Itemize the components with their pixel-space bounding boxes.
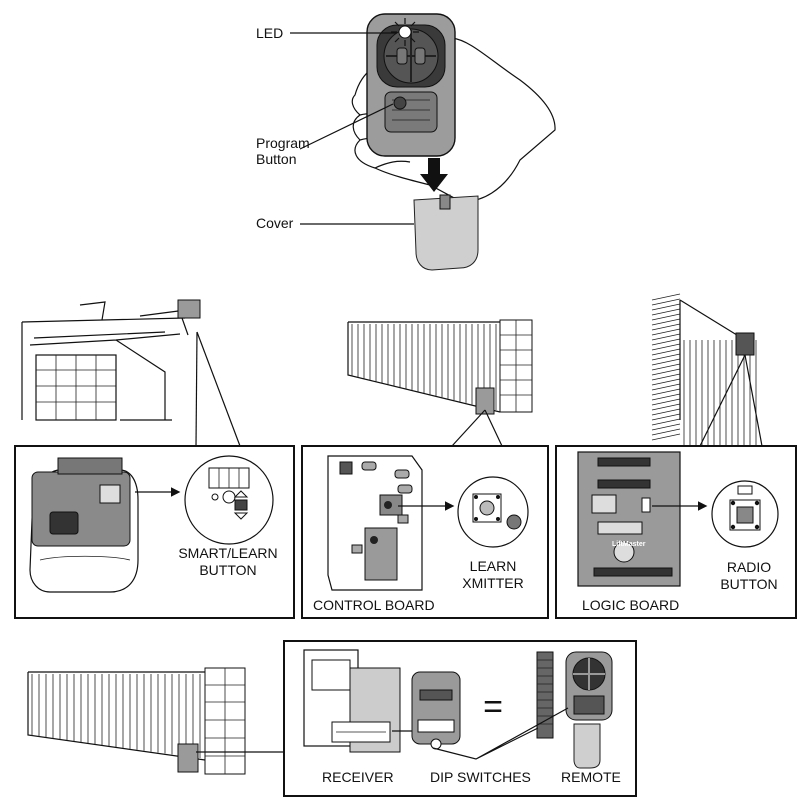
learn-xmitter-callout [457, 476, 529, 548]
barrier-slat [651, 328, 681, 336]
barrier-slat [651, 403, 681, 411]
radio-button-label-line1: RADIO [727, 559, 771, 575]
logic-board-label: LOGIC BOARD [582, 597, 679, 613]
barrier-slat [651, 413, 681, 421]
dip-switch-remote [411, 671, 461, 750]
logic-board: LiftMaster [577, 451, 681, 587]
radio-button-label-line2: BUTTON [720, 576, 777, 592]
remote-open [565, 651, 613, 769]
barrier-slat [651, 373, 681, 381]
down-arrow-icon [420, 158, 448, 192]
barrier-slat [651, 353, 681, 361]
opener-unit [29, 457, 139, 593]
program-button-icon [393, 96, 407, 110]
barrier-slat [651, 428, 681, 436]
radio-button-callout [711, 480, 779, 548]
led-icon [391, 18, 419, 46]
barrier-slat [651, 298, 681, 306]
control-board-label: CONTROL BOARD [313, 597, 435, 613]
smart-learn-button-callout [184, 455, 274, 545]
control-board [327, 455, 423, 591]
led-label: LED [256, 25, 283, 41]
slide-gate-illustration [347, 319, 533, 447]
learn-xmitter-label-line2: XMITTER [462, 575, 523, 591]
barrier-slat [651, 318, 681, 326]
barrier-slat [651, 348, 681, 356]
barrier-slat [651, 293, 681, 301]
barrier-slat [651, 368, 681, 376]
barrier-slat [651, 303, 681, 311]
barrier-slat [651, 338, 681, 346]
cover-label: Cover [256, 215, 294, 231]
receiver-unit [303, 649, 401, 753]
liftmaster-logo: LiftMaster [612, 541, 646, 548]
barrier-slat [651, 393, 681, 401]
barrier-slat [651, 423, 681, 431]
barrier-slat [651, 408, 681, 416]
equals-sign: = [483, 688, 503, 726]
barrier-slat [651, 418, 681, 426]
cover-icon [413, 195, 479, 271]
learn-xmitter-label-line1: LEARN [470, 558, 517, 574]
program-button-label-line2: Button [256, 151, 296, 167]
barrier-slat [651, 363, 681, 371]
smart-learn-label-line2: BUTTON [199, 562, 256, 578]
barrier-slat [651, 358, 681, 366]
barrier-slat [651, 333, 681, 341]
barrier-slat [651, 313, 681, 321]
barrier-gate-illustration [651, 293, 763, 447]
bottom-gate-illustration [27, 667, 284, 775]
dip-switch-strip [536, 651, 554, 739]
receiver-label: RECEIVER [322, 769, 394, 785]
remote-hand-illustration [290, 13, 556, 271]
smart-learn-label-line1: SMART/LEARN [178, 545, 277, 561]
barrier-slat [651, 343, 681, 351]
garage-illustration [21, 299, 241, 447]
barrier-slat [651, 388, 681, 396]
barrier-slat [651, 308, 681, 316]
remote-label: REMOTE [561, 769, 621, 785]
barrier-slat [651, 323, 681, 331]
barrier-slat [651, 433, 681, 441]
barrier-slat [651, 378, 681, 386]
barrier-slat [651, 383, 681, 391]
dip-switches-label: DIP SWITCHES [430, 769, 531, 785]
program-button-label-line1: Program [256, 135, 310, 151]
barrier-slat [651, 398, 681, 406]
